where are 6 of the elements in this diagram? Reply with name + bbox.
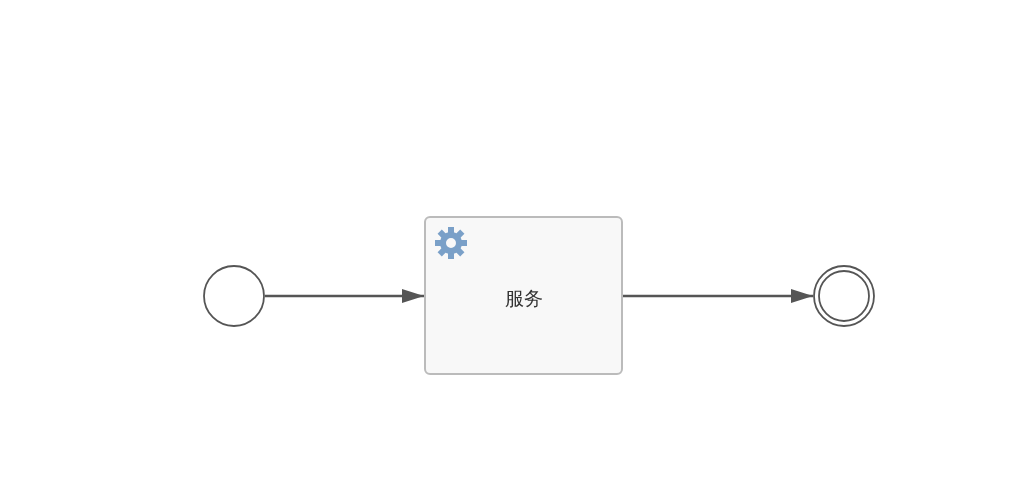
arrow xyxy=(265,289,424,303)
start-event-circle xyxy=(203,265,265,327)
arrow xyxy=(623,289,813,303)
task-box xyxy=(424,216,623,375)
task-label: 服务 xyxy=(504,286,543,311)
end-event-circle xyxy=(813,265,875,327)
